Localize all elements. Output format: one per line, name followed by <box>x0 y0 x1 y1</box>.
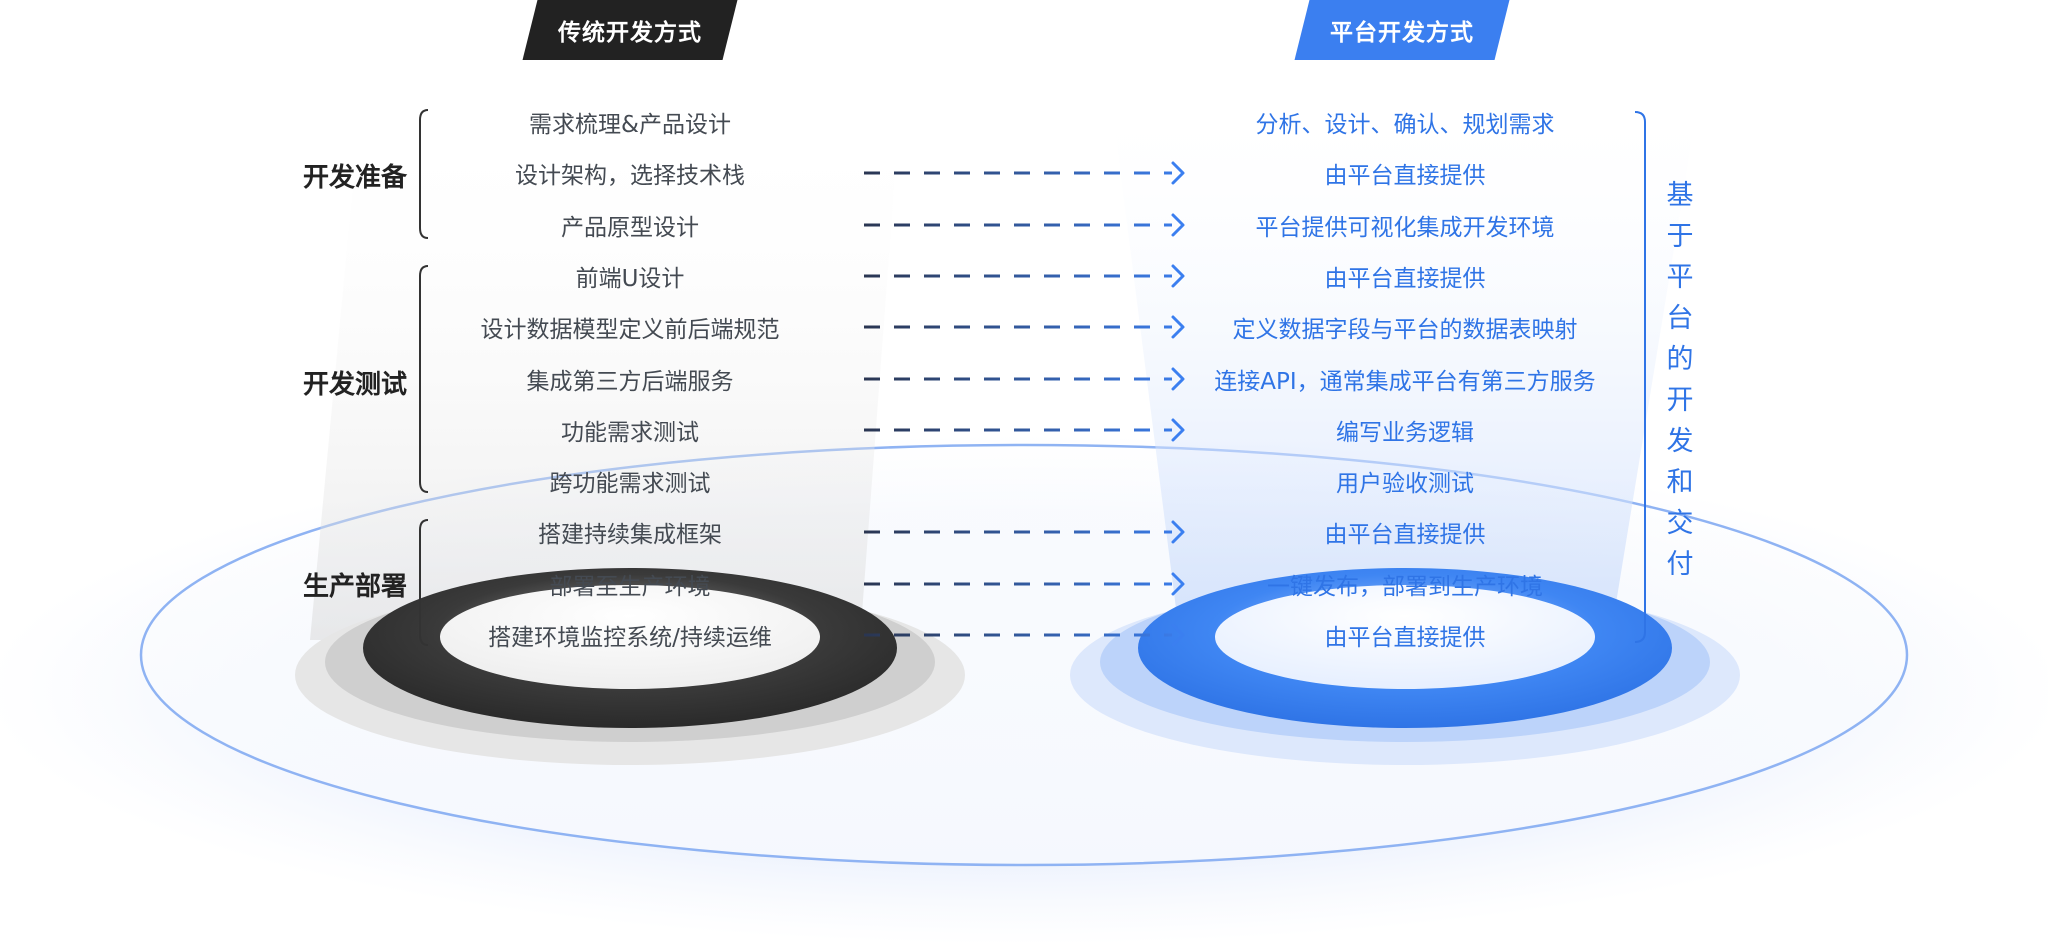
platform-step: 由平台直接提供 <box>1324 266 1486 292</box>
traditional-step: 功能需求测试 <box>561 420 699 446</box>
traditional-method-header-label: 传统开发方式 <box>558 20 702 46</box>
traditional-step: 设计架构，选择技术栈 <box>515 163 745 189</box>
platform-step: 连接API，通常集成平台有第三方服务 <box>1214 369 1596 395</box>
platform-step: 定义数据字段与平台的数据表映射 <box>1232 317 1578 343</box>
platform-step: 分析、设计、确认、规划需求 <box>1255 112 1555 138</box>
phase-label-preparation: 开发准备 <box>302 162 407 193</box>
traditional-method-header: 传统开发方式 <box>522 0 738 60</box>
platform-step: 用户验收测试 <box>1336 471 1474 497</box>
phase-label-development-testing: 开发测试 <box>302 369 407 400</box>
mapping-arrow-icon <box>864 418 1185 442</box>
phase-label-production-deployment: 生产部署 <box>302 571 407 602</box>
mapping-arrow-icon <box>864 367 1185 391</box>
platform-step: 一键发布，部署到生产环境 <box>1267 574 1543 600</box>
mapping-arrow-icon <box>864 623 1185 647</box>
mapping-arrow-icon <box>864 264 1185 288</box>
platform-step: 由平台直接提供 <box>1324 522 1486 548</box>
platform-step: 由平台直接提供 <box>1324 163 1486 189</box>
traditional-step: 产品原型设计 <box>561 215 699 241</box>
platform-method-header-label: 平台开发方式 <box>1330 20 1474 46</box>
traditional-step: 跨功能需求测试 <box>549 471 711 497</box>
platform-method-header: 平台开发方式 <box>1294 0 1510 60</box>
mapping-arrow-icon <box>864 572 1185 596</box>
platform-delivery-label: 基于平台的开发和交付 <box>1666 180 1694 580</box>
mapping-arrow-icon <box>864 161 1185 185</box>
mapping-arrow-icon <box>864 315 1185 339</box>
platform-step: 平台提供可视化集成开发环境 <box>1255 215 1555 241</box>
traditional-step: 前端U设计 <box>575 266 685 292</box>
traditional-step: 搭建环境监控系统/持续运维 <box>488 625 772 651</box>
traditional-step: 设计数据模型定义前后端规范 <box>480 317 780 343</box>
platform-step: 由平台直接提供 <box>1324 625 1486 651</box>
traditional-step: 需求梳理&产品设计 <box>529 112 731 138</box>
platform-step: 编写业务逻辑 <box>1336 420 1474 446</box>
mapping-arrow-icon <box>864 213 1185 237</box>
traditional-step: 搭建持续集成框架 <box>538 522 722 548</box>
mapping-arrow-icon <box>864 520 1185 544</box>
traditional-step: 部署至生产环境 <box>549 574 711 600</box>
traditional-step: 集成第三方后端服务 <box>526 369 734 395</box>
